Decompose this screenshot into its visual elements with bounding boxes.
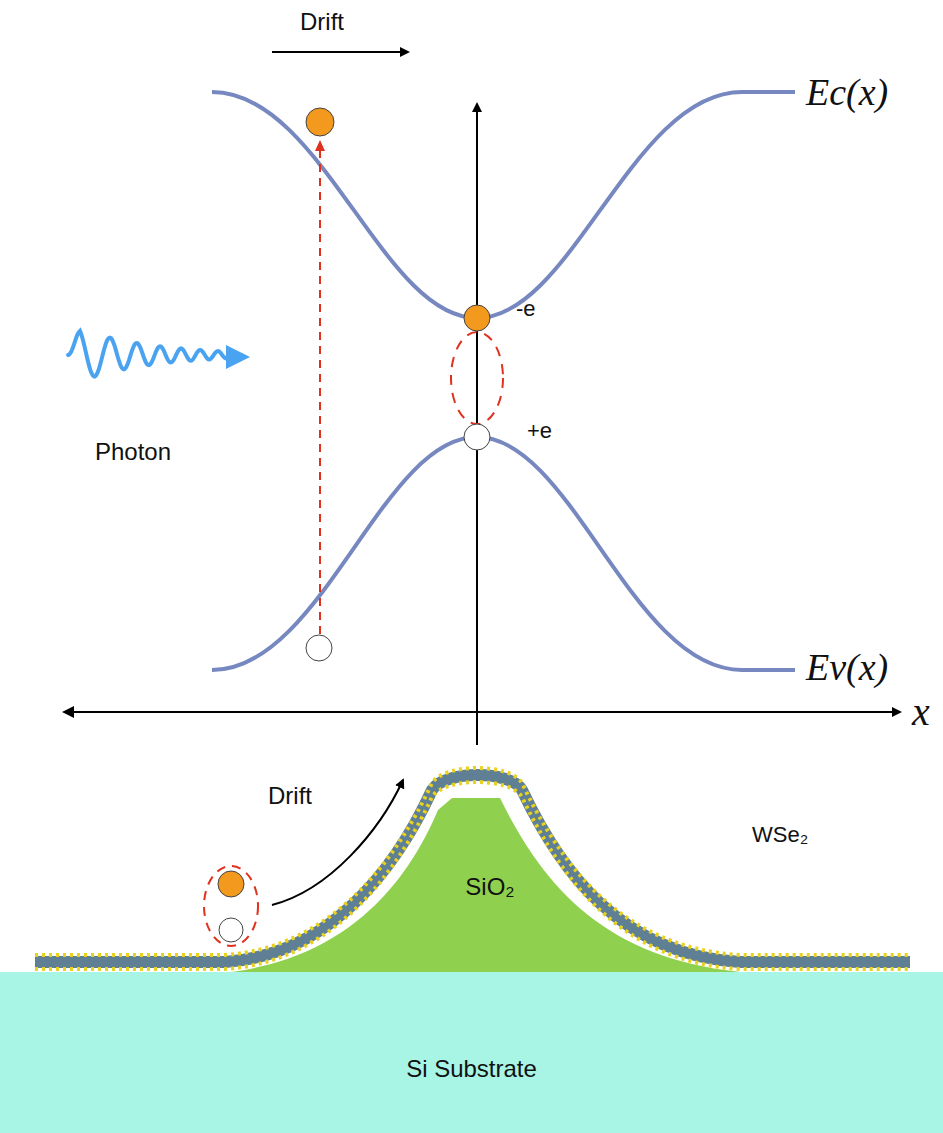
exciton-ring xyxy=(451,332,503,424)
hole xyxy=(219,918,243,942)
band-label: Ev(x) xyxy=(806,645,888,689)
charge-label: +e xyxy=(527,418,552,444)
material-label: WSe₂ xyxy=(752,822,808,848)
valence-band xyxy=(212,437,795,670)
drift-arrow xyxy=(272,51,408,53)
wse2-lattice xyxy=(35,775,910,962)
node-label: Si Substrate xyxy=(406,1055,537,1083)
band-label: Ec(x) xyxy=(806,70,888,114)
charge-label: -e xyxy=(516,296,536,322)
drift-label: Drift xyxy=(268,782,312,810)
hole xyxy=(306,635,332,661)
exciton-ring xyxy=(204,866,258,946)
drift-label: Drift xyxy=(300,8,344,36)
node-label: SiO₂ xyxy=(465,873,514,901)
electron xyxy=(218,871,244,897)
conduction-band xyxy=(212,92,795,318)
photon-head xyxy=(226,345,250,369)
substrate-band: Si Substrate xyxy=(0,972,943,1133)
x-axis xyxy=(72,711,900,713)
x-axis-head xyxy=(62,706,74,718)
photon-label: Photon xyxy=(95,438,171,466)
electron xyxy=(464,305,490,331)
wse2-atoms xyxy=(35,768,910,955)
photon-wave xyxy=(68,331,235,377)
hole xyxy=(464,424,490,450)
electron xyxy=(306,108,334,136)
excitation-arrow xyxy=(319,142,321,634)
wse2-atoms xyxy=(35,782,910,969)
axis-label: x xyxy=(912,688,930,735)
